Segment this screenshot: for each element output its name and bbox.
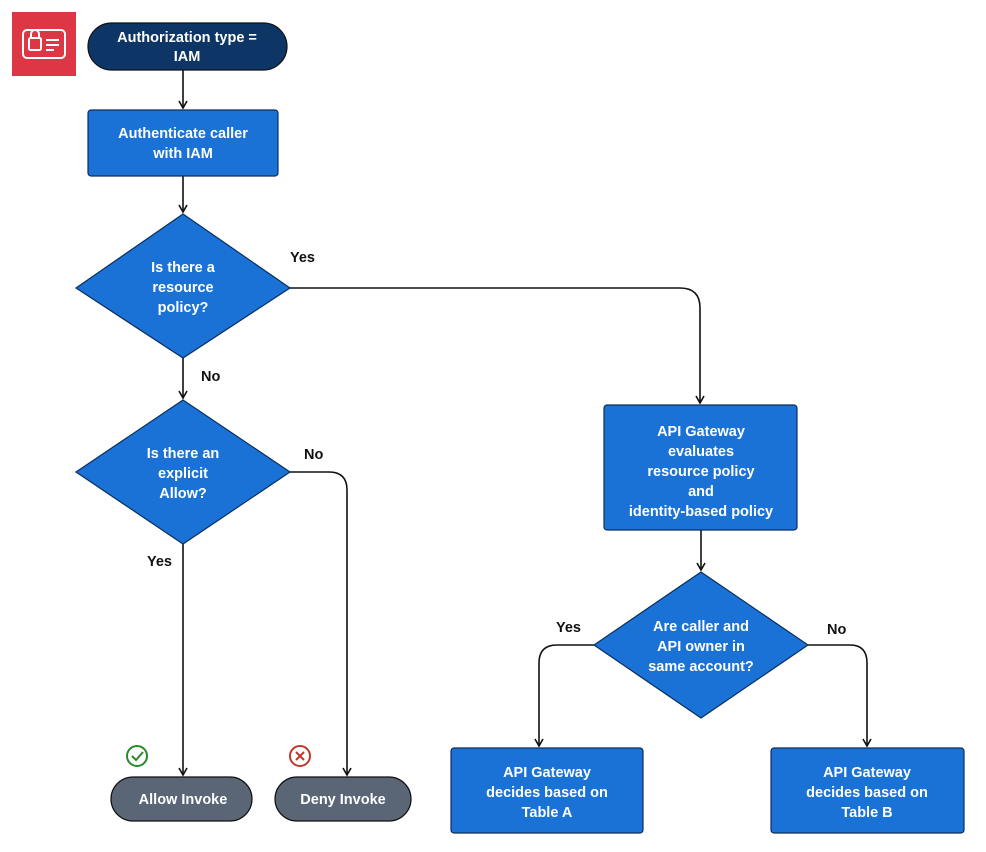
table-a-line: decides based on [486, 785, 608, 801]
authenticate-caller-line: Authenticate caller [118, 126, 248, 142]
start-node-text: Authorization type = IAM [117, 30, 257, 65]
evaluate-policies-line: identity-based policy [629, 504, 773, 520]
explicit-allow-line: explicit [158, 466, 208, 482]
authenticate-caller-line: with IAM [152, 146, 213, 162]
explicit-allow-text: Is there an explicit Allow? [147, 446, 220, 502]
evaluate-policies-line: API Gateway [657, 424, 745, 440]
same-account-decision [592, 571, 810, 719]
evaluate-policies-box [603, 404, 798, 531]
same-account-line: same account? [648, 659, 754, 675]
table-a-box [450, 747, 644, 834]
resource-policy-line: resource [152, 280, 213, 296]
authenticate-caller-text: Authenticate caller with IAM [118, 126, 248, 162]
table-b-box [770, 747, 965, 834]
arrow-explicit-allow-no [290, 471, 352, 777]
connectors [178, 70, 872, 777]
arrow-same-account-no [808, 644, 872, 748]
evaluate-policies-text: API Gateway evaluates resource policy an… [629, 424, 773, 520]
label-allow-yes: Yes [147, 554, 172, 570]
explicit-allow-line: Allow? [159, 486, 207, 502]
deny-invoke-label: Deny Invoke [300, 792, 385, 808]
table-b-text: API Gateway decides based on Table B [806, 765, 928, 821]
evaluate-policies-line: and [688, 484, 714, 500]
label-account-no: No [827, 622, 846, 638]
arrow-same-account-yes [534, 644, 594, 748]
label-resource-yes: Yes [290, 250, 315, 266]
check-circle-icon [126, 745, 148, 767]
evaluate-policies-line: resource policy [647, 464, 754, 480]
table-b-line: Table B [841, 805, 892, 821]
label-account-yes: Yes [556, 620, 581, 636]
table-b-line: API Gateway [823, 765, 911, 781]
resource-policy-text: Is there a resource policy? [151, 260, 216, 316]
start-node-line: IAM [174, 49, 201, 65]
allow-invoke-node [110, 776, 253, 822]
x-circle-icon [289, 745, 311, 767]
resource-policy-line: Is there a [151, 260, 216, 276]
table-a-line: API Gateway [503, 765, 591, 781]
same-account-text: Are caller and API owner in same account… [648, 619, 754, 675]
evaluate-policies-line: evaluates [668, 444, 734, 460]
table-a-line: Table A [522, 805, 573, 821]
start-node-line: Authorization type = [117, 30, 257, 46]
resource-policy-line: policy? [158, 300, 209, 316]
label-allow-no: No [304, 447, 323, 463]
explicit-allow-line: Is there an [147, 446, 220, 462]
table-a-text: API Gateway decides based on Table A [486, 765, 608, 821]
start-node [87, 22, 288, 71]
arrow-resource-policy-yes [290, 287, 705, 405]
deny-invoke-node [274, 776, 412, 822]
iam-lock-card-icon [12, 12, 76, 76]
authenticate-caller-box [87, 109, 279, 177]
explicit-allow-decision [74, 399, 292, 545]
allow-invoke-label: Allow Invoke [139, 792, 228, 808]
same-account-line: Are caller and [653, 619, 749, 635]
same-account-line: API owner in [657, 639, 745, 655]
label-resource-no: No [201, 369, 220, 385]
resource-policy-decision [74, 213, 292, 359]
table-b-line: decides based on [806, 785, 928, 801]
